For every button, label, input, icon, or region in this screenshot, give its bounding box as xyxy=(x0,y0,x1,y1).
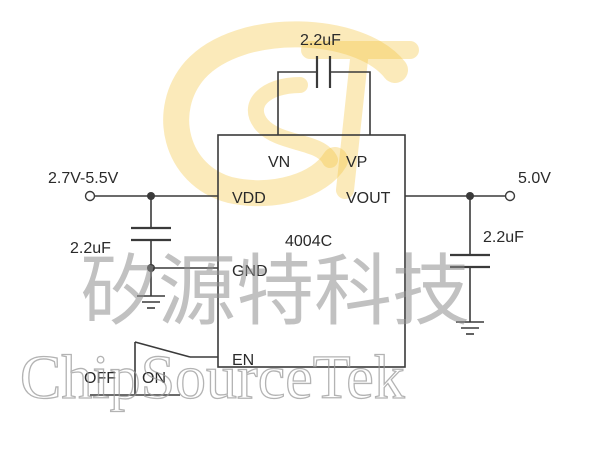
input-terminal xyxy=(84,190,96,202)
switch-on-label: ON xyxy=(142,370,166,387)
cst-logo-watermark xyxy=(163,21,419,207)
pin-vdd-label: VDD xyxy=(232,190,266,207)
pin-vout-label: VOUT xyxy=(346,190,391,207)
pin-en-label: EN xyxy=(232,352,254,369)
pin-gnd-label: GND xyxy=(232,263,268,280)
input-capacitor xyxy=(131,196,218,296)
input-rail xyxy=(84,190,218,202)
enable-switch xyxy=(90,341,218,396)
input-ground-icon xyxy=(137,295,165,309)
switch-off-label: OFF xyxy=(84,370,116,387)
watermark-english: ChipSourceTek xyxy=(20,344,405,412)
output-ground-icon xyxy=(456,321,484,335)
flying-capacitor xyxy=(277,56,371,135)
output-rail xyxy=(405,190,516,202)
pin-vn-label: VN xyxy=(268,154,290,171)
ic-body xyxy=(217,134,406,368)
flying-cap-label: 2.2uF xyxy=(300,32,341,49)
input-cap-label: 2.2uF xyxy=(70,240,111,257)
watermark-chinese: 矽源特科技 xyxy=(80,247,470,337)
chip-part-label: 4004C xyxy=(285,233,332,250)
output-cap-label: 2.2uF xyxy=(483,229,524,246)
output-terminal xyxy=(504,190,516,202)
output-voltage-label: 5.0V xyxy=(518,170,551,187)
output-capacitor xyxy=(450,196,490,322)
pin-vp-label: VP xyxy=(346,154,367,171)
input-range-label: 2.7V-5.5V xyxy=(48,170,119,187)
